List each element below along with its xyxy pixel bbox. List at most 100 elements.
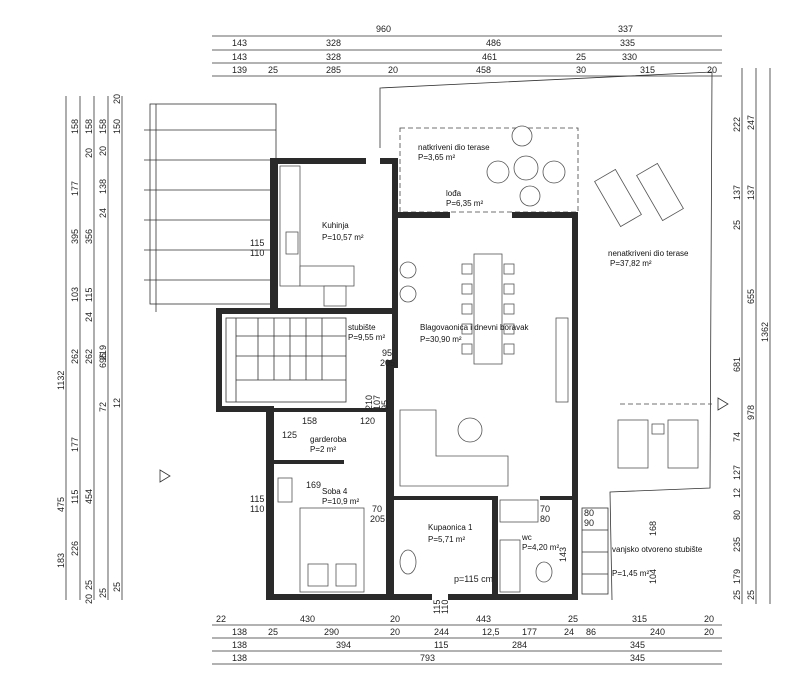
opening-label: 205: [380, 358, 395, 368]
room-area-garderoba: P=2 m²: [310, 445, 336, 454]
dim-left: 177: [70, 181, 80, 196]
dim-bottom: 177: [522, 627, 537, 637]
dim-bottom: 24: [564, 627, 574, 637]
dim-right: 137: [746, 185, 756, 200]
opening-label: 210: [364, 395, 374, 410]
terrace-outline: [379, 71, 713, 601]
opening-label: 115: [250, 494, 264, 504]
dim-left: 20: [84, 594, 94, 604]
opening-label: 80: [584, 508, 594, 518]
staircase: [225, 317, 347, 403]
dim-left: 72: [98, 402, 108, 412]
dim-bottom: 20: [390, 627, 400, 637]
dim-bottom: 793: [420, 653, 435, 663]
dim-left: 158: [84, 119, 94, 134]
dim-top: 143: [232, 38, 247, 48]
dim-left: 25: [84, 580, 94, 590]
dim-left: 356: [84, 229, 94, 244]
room-area-kuhinja: P=10,57 m²: [322, 233, 364, 242]
dim-bottom: 284: [512, 640, 527, 650]
room-label-soba: Soba 4: [322, 487, 348, 496]
opening-label: 110: [440, 600, 450, 614]
dim-left: 158: [70, 119, 80, 134]
dim-bottom: 138: [232, 653, 247, 663]
dim-right: 80: [732, 510, 742, 520]
dim-top: 337: [618, 24, 633, 34]
dim-bottom: 20: [390, 614, 400, 624]
dim-bottom: 443: [476, 614, 491, 624]
room-label-boravak: Blagovaonica i dnevni boravak: [420, 323, 530, 332]
dim-bottom: 138: [232, 640, 247, 650]
dim-right: 681: [732, 357, 742, 372]
dim-bottom: 345: [630, 653, 645, 663]
opening-label: 70: [540, 504, 550, 514]
opening-label: 95: [380, 400, 390, 410]
dim-bottom: 25: [568, 614, 578, 624]
dim-left: 150: [112, 119, 122, 134]
dim-left: 115: [70, 490, 80, 504]
outside-stairs: [581, 507, 609, 595]
room-area-kupaonica: P=5,71 m²: [428, 535, 465, 544]
dim-bottom: 86: [586, 627, 596, 637]
room-labels: natkriveni dio terase P=3,65 m² lođa P=6…: [310, 143, 703, 578]
dim-top: 328: [326, 52, 341, 62]
opening-label: 125: [282, 430, 297, 440]
room-label-kupaonica: Kupaonica 1: [428, 523, 473, 532]
dim-right: 1362: [760, 322, 770, 342]
dim-left: 24: [84, 312, 94, 322]
dim-right: 235: [732, 537, 742, 552]
opening-label: 110: [250, 504, 264, 514]
dim-left: 226: [70, 541, 80, 556]
dim-right: 978: [746, 405, 756, 420]
dim-bottom: 25: [268, 627, 278, 637]
section-markers: [159, 397, 729, 483]
dim-top: 960: [376, 24, 391, 34]
dim-right: 25: [732, 220, 742, 230]
dim-left: 696: [98, 353, 108, 368]
dim-right: 179: [732, 569, 742, 584]
dim-top: 20: [707, 65, 717, 75]
room-label-nenatkriveni: nenatkriveni dio terase: [608, 249, 689, 258]
dim-left: 1132: [56, 371, 66, 390]
dim-bottom: 115: [434, 640, 448, 650]
dim-right: 222: [732, 117, 742, 132]
room-label-loda: lođa: [446, 189, 462, 198]
opening-label: 90: [584, 518, 594, 528]
dim-top: 25: [268, 65, 278, 75]
bedroom-furniture: [277, 477, 365, 593]
bottom-dimension-lines: 22 430 20 443 25 315 20 138 25 290 20 24…: [212, 614, 722, 665]
dim-right: 25: [746, 590, 756, 600]
dim-right: 74: [732, 432, 742, 442]
opening-label: 205: [370, 514, 385, 524]
dim-left: 103: [70, 287, 80, 302]
top-dimension-lines: 960 337 143 328 486 335 143 328 461 25 3…: [212, 24, 722, 77]
dim-bottom: 345: [630, 640, 645, 650]
dim-bottom: 290: [324, 627, 339, 637]
opening-label: 70: [372, 504, 382, 514]
terrace-furniture: [486, 125, 699, 469]
left-dimension-lines: 1132 475 183 158 177 395 103 262 177 115…: [56, 94, 123, 604]
room-label-wc: wc: [521, 533, 532, 542]
opening-label: 104: [648, 569, 658, 584]
dim-left: 262: [84, 349, 94, 364]
dim-right: 127: [732, 465, 742, 480]
opening-label: 169: [306, 480, 321, 490]
room-label-vanjsko: vanjsko otvoreno stubište: [612, 545, 703, 554]
room-area-boravak: P=30,90 m²: [420, 335, 462, 344]
dim-bottom: 12,5: [482, 627, 500, 637]
dim-bottom: 20: [704, 627, 714, 637]
right-dimension-lines: 222 137 25 681 74 127 12 80 235 179 25 2…: [732, 68, 771, 604]
dim-bottom: 315: [632, 614, 647, 624]
dim-bottom: 244: [434, 627, 449, 637]
dim-top: 330: [622, 52, 637, 62]
room-label-kuhinja: Kuhinja: [322, 221, 349, 230]
dim-left: 25: [98, 588, 108, 598]
room-area-vanjsko: P=1,45 m²: [612, 569, 649, 578]
dim-left: 20: [84, 148, 94, 158]
dim-right: 655: [746, 289, 756, 304]
opening-label: p=115 cm: [454, 574, 493, 584]
opening-labels: 115 110 95 205 120 158 125 169 70 205 11…: [250, 238, 658, 614]
dim-right: 137: [732, 185, 742, 200]
room-area-soba: P=10,9 m²: [322, 497, 359, 506]
